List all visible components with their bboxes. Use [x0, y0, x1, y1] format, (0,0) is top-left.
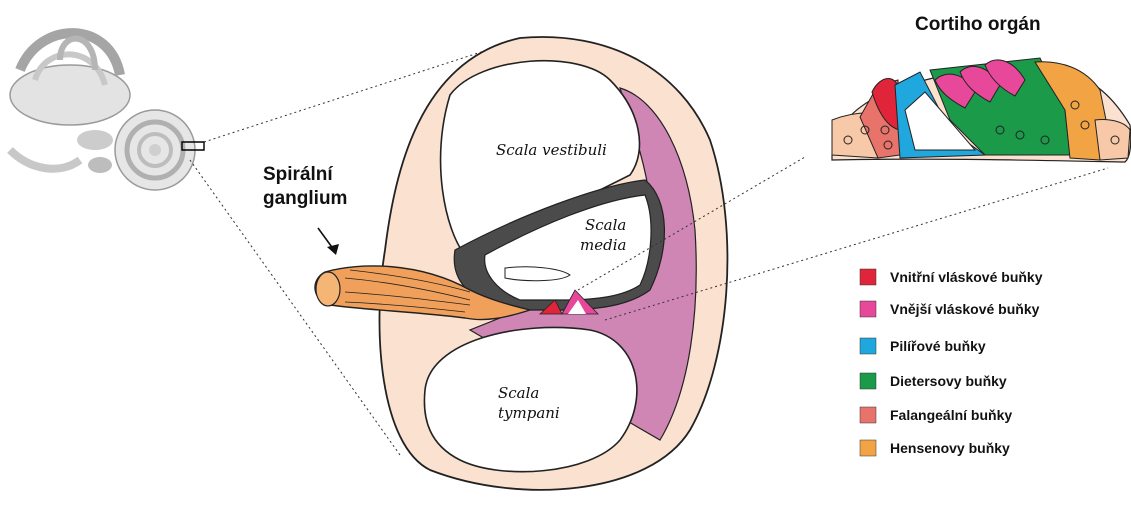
scala-media-label-line2: media — [580, 236, 626, 254]
corti-title: Cortiho orgán — [915, 14, 1041, 35]
legend-label: Dietersovy buňky — [890, 373, 1007, 389]
legend-swatch — [860, 269, 876, 285]
scala-tympani-label-line1: Scala — [498, 384, 539, 402]
legend-item: Pilířové buňky — [860, 338, 986, 354]
ganglion-label-line1: Spirální — [263, 164, 333, 185]
legend-item: Dietersovy buňky — [860, 373, 1007, 389]
organ-of-corti-detail — [832, 58, 1131, 162]
inner-ear-thumbnail — [10, 33, 204, 190]
scala-tympani-label-line2: tympani — [498, 404, 560, 422]
legend-label: Vnější vláskové buňky — [890, 301, 1040, 317]
legend-swatch — [860, 373, 876, 389]
legend-item: Vnější vláskové buňky — [860, 301, 1040, 317]
legend-swatch — [860, 338, 876, 354]
scala-media-label-line1: Scala — [585, 216, 626, 234]
legend-item: Vnitřní vláskové buňky — [860, 269, 1043, 285]
legend-label: Pilířové buňky — [890, 338, 986, 354]
legend-label: Hensenovy buňky — [890, 440, 1010, 456]
ganglion-arrow — [318, 228, 339, 255]
ganglion-label-line2: ganglium — [263, 188, 347, 209]
legend-swatch — [860, 440, 876, 456]
legend-label: Falangeální buňky — [890, 407, 1012, 423]
legend-item: Falangeální buňky — [860, 407, 1012, 423]
legend: Vnitřní vláskové buňky Vnější vláskové b… — [860, 269, 1043, 456]
scala-vestibuli-label: Scala vestibuli — [496, 141, 607, 159]
legend-swatch — [860, 407, 876, 423]
legend-swatch — [860, 301, 876, 317]
legend-label: Vnitřní vláskové buňky — [890, 269, 1043, 285]
legend-item: Hensenovy buňky — [860, 440, 1010, 456]
